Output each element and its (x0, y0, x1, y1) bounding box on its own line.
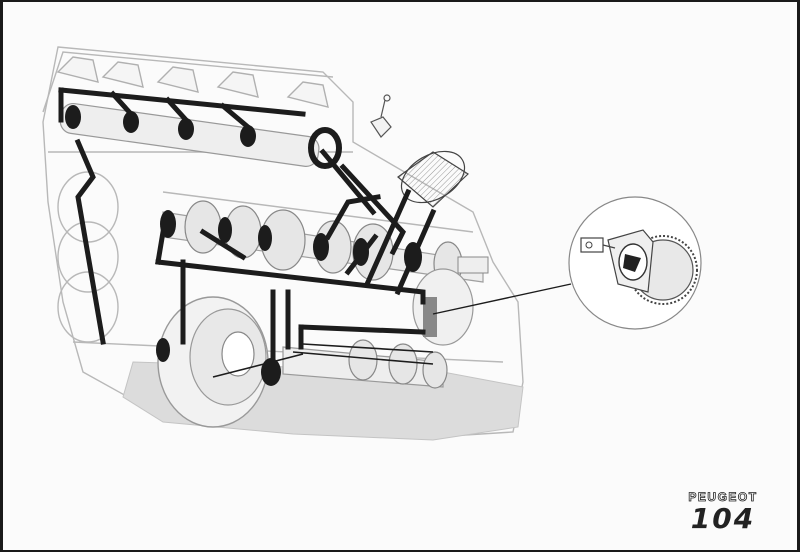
oil-filter (397, 150, 469, 208)
oil-pressure-switch (370, 94, 392, 138)
crankshaft-pulley (157, 296, 269, 428)
brand-model: 104 (690, 502, 756, 535)
oil-pump-detail-inset (568, 196, 702, 330)
diagram-sheet: PEUGEOT 104 (3, 2, 797, 550)
oil-gallery-thin-lines (212, 343, 434, 378)
oil-gallery-lines (58, 87, 437, 365)
cylinder-head-cam-lobes (56, 56, 329, 108)
oil-pump-icon (580, 229, 698, 305)
detail-leader-line (432, 283, 572, 315)
brand-name: PEUGEOT (688, 490, 758, 505)
peugeot-wordmark-icon: PEUGEOT 104 (673, 490, 773, 534)
oil-pump-shaft (156, 268, 474, 389)
engine-lubrication-diagram (42, 46, 702, 441)
